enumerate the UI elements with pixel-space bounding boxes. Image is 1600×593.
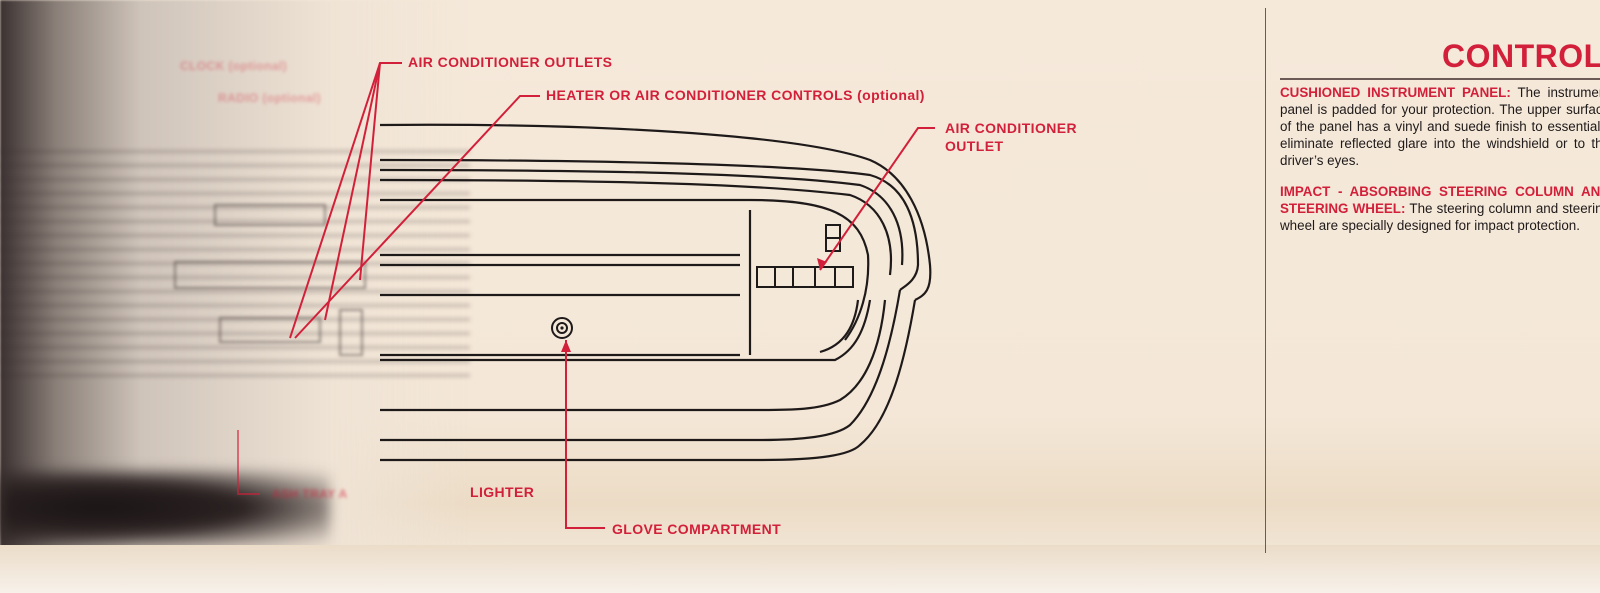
label-glove-compartment: GLOVE COMPARTMENT <box>612 521 782 537</box>
label-ac-outlet-line1: AIR CONDITIONER <box>945 120 1077 136</box>
label-lighter: LIGHTER <box>470 484 535 500</box>
term-steering: IMPACT - ABSORBING STEERING COLUMN AND S… <box>1280 184 1600 216</box>
section-heading: CONTROL <box>1442 38 1600 74</box>
arrowheads <box>561 258 827 352</box>
glove-lock-icon <box>551 317 573 339</box>
term-cushioned-panel: CUSHIONED INSTRUMENT PANEL: <box>1280 85 1511 100</box>
label-clock-partial: CLOCK (optional) <box>180 59 288 73</box>
text-steering: The steering column and steering wheel a… <box>1280 201 1600 233</box>
label-radio-partial: RADIO (optional) <box>218 91 322 105</box>
text-cushioned-panel: The instrument panel is padded for your … <box>1280 85 1600 168</box>
dashboard-outline <box>379 123 932 462</box>
label-ac-outlets: AIR CONDITIONER OUTLETS <box>408 54 613 70</box>
label-ac-outlet-line2: OUTLET <box>945 138 1004 154</box>
label-heater-controls: HEATER OR AIR CONDITIONER CONTROLS (opti… <box>546 87 925 103</box>
outlet-vents <box>756 224 854 288</box>
leader-lines <box>237 62 935 529</box>
paragraph-steering: IMPACT - ABSORBING STEERING COLUMN AND S… <box>1280 183 1600 234</box>
bottom-shadow <box>0 545 1600 593</box>
heading-rule <box>1280 78 1600 80</box>
page-divider <box>1265 8 1266 553</box>
blurred-controls <box>174 204 366 356</box>
dark-blur-blob <box>0 470 330 545</box>
paragraph-cushioned-panel: CUSHIONED INSTRUMENT PANEL: The instrume… <box>1280 84 1600 169</box>
label-ash-tray-partial: ASH TRAY A <box>272 487 348 501</box>
